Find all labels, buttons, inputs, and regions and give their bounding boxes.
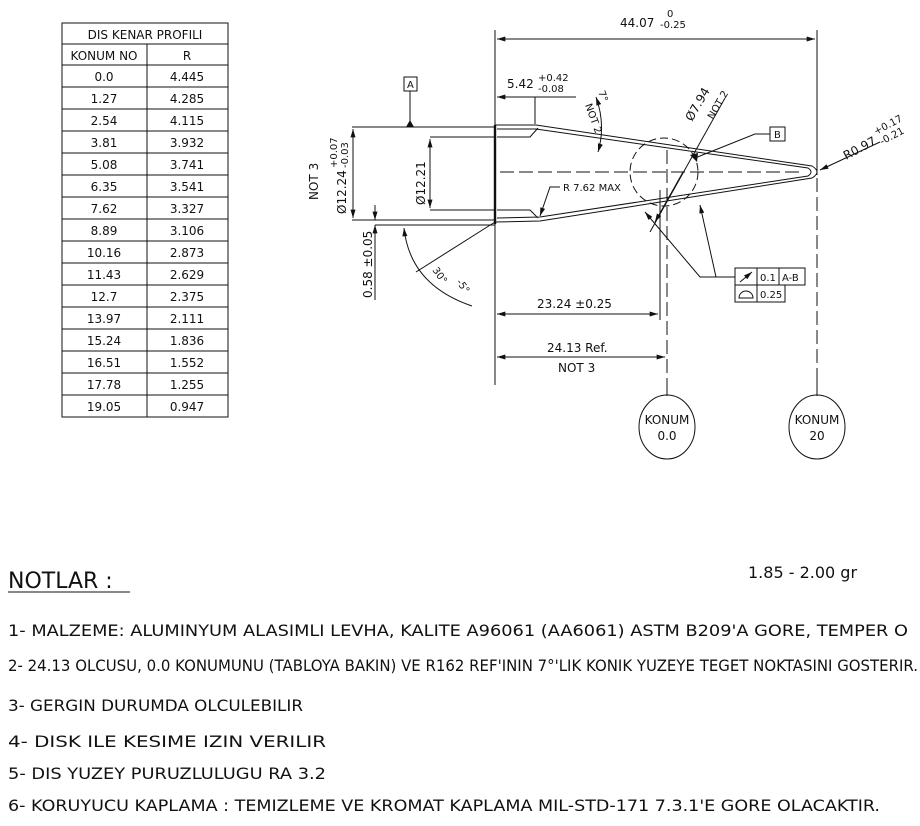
outer-dia-tol-up: +0.07 (329, 137, 340, 168)
table-cell-r: 2.375 (170, 290, 204, 304)
table-cell-r: 4.285 (170, 92, 204, 106)
angle7-note: NOT 2 (582, 102, 603, 135)
table-header-r: R (183, 49, 191, 63)
balloon-konum-0: KONUM 0.0 (638, 394, 696, 460)
note-item: 1- MALZEME: ALUMINYUM ALASIMLI LEVHA, KA… (8, 621, 908, 640)
dimension-23-24: 23.24 ±0.25 (497, 190, 661, 320)
note-item: 3- GERGIN DURUMDA OLCULEBILIR (8, 696, 303, 715)
overall-length-tol-low: -0.25 (660, 20, 686, 31)
runout-icon (739, 271, 753, 283)
bullet-jacket-profile (352, 124, 818, 396)
dimension-ogive-diameter: Ø7.94 NOT 2 (649, 85, 731, 233)
overall-length-tol-up: 0 (667, 9, 673, 20)
balloon-label: KONUM (645, 413, 690, 427)
table-cell-konum: 15.24 (87, 334, 121, 348)
table-cell-r: 3.541 (170, 180, 204, 194)
outer-dia-note: NOT 3 (307, 163, 321, 200)
datum-a: A (403, 76, 418, 127)
note-item: 5- DIS YUZEY PURUZLULUGU RA 3.2 (8, 764, 326, 783)
outer-dia-tol-low: -0.03 (340, 142, 351, 168)
table-cell-r: 3.106 (170, 224, 204, 238)
table-cell-konum: 17.78 (87, 378, 121, 392)
datum-b-label: B (774, 130, 781, 141)
dimension-shoulder: 5.42 +0.42 -0.08 (497, 73, 576, 124)
note-item: 6- KORUYUCU KAPLAMA : TEMIZLEME VE KROMA… (8, 796, 880, 815)
dimension-inner-diameter: Ø12.21 (414, 138, 433, 209)
surface-profile-icon (738, 290, 754, 299)
len2413-note: NOT 3 (558, 361, 595, 375)
len2413-value: 24.13 Ref. (547, 341, 608, 355)
datum-b: B (690, 126, 786, 162)
table-cell-konum: 13.97 (87, 312, 121, 326)
runout-value: 0.1 (760, 273, 776, 284)
wall-value: 0.58 ±0.05 (361, 231, 375, 298)
note-item: 4- DISK ILE KESIME IZIN VERILIR (8, 732, 326, 751)
table-cell-r: 3.932 (170, 136, 204, 150)
table-cell-konum: 11.43 (87, 268, 121, 282)
angle30-value: 30° (430, 265, 449, 286)
table-cell-konum: 6.35 (91, 180, 118, 194)
table-cell-konum: 0.0 (94, 70, 113, 84)
note-item: 2- 24.13 OLCUSU, 0.0 KONUMUNU (TABLOYA B… (8, 656, 918, 675)
shoulder-tol-up: +0.42 (538, 73, 569, 84)
table-cell-r: 1.255 (170, 378, 204, 392)
table-cell-konum: 12.7 (91, 290, 118, 304)
outer-dia-value: Ø12.24 (335, 170, 349, 214)
profile-value: 0.25 (760, 290, 782, 301)
table-cell-konum: 1.27 (91, 92, 118, 106)
table-cell-r: 0.947 (170, 400, 204, 414)
table-cell-konum: 16.51 (87, 356, 121, 370)
datum-a-label: A (407, 80, 414, 91)
shoulder-value: 5.42 (507, 77, 534, 91)
shoulder-tol-low: -0.08 (538, 84, 564, 95)
table-cell-r: 2.629 (170, 268, 204, 282)
table-cell-r: 3.741 (170, 158, 204, 172)
dimension-angle-7: 7° NOT 2 (582, 89, 609, 153)
angle7-value: 7° (595, 89, 609, 103)
weight-spec: 1.85 - 2.00 gr (748, 563, 857, 582)
balloon-value: 0.0 (657, 429, 676, 443)
table-cell-r: 1.552 (170, 356, 204, 370)
inner-dia-value: Ø12.21 (414, 161, 428, 205)
dimension-tip-radius: R0.97 +0.17 -0.21 (819, 114, 906, 171)
table-cell-r: 4.115 (170, 114, 204, 128)
dimension-radius-max: R 7.62 MAX (539, 183, 621, 217)
table-cell-r: 4.445 (170, 70, 204, 84)
table-cell-konum: 5.08 (91, 158, 118, 172)
profile-table: DIS KENAR PROFILI KONUM NO R 0.0 4.445 1.2… (61, 22, 229, 418)
table-cell-konum: 19.05 (87, 400, 121, 414)
dimension-overall-length: 44.07 0 -0.25 (494, 9, 818, 395)
balloon-value: 20 (809, 429, 824, 443)
angle30-tol: -5° (454, 277, 472, 296)
balloon-konum-20: KONUM 20 (788, 394, 846, 460)
table-cell-r: 1.836 (170, 334, 204, 348)
table-cell-konum: 10.16 (87, 246, 121, 260)
len2324-value: 23.24 ±0.25 (537, 297, 612, 311)
balloon-label: KONUM (795, 413, 840, 427)
notes-title: NOTLAR : (8, 569, 113, 594)
overall-length-value: 44.07 (620, 16, 654, 30)
tip-radius-value: R0.97 (841, 134, 879, 163)
table-title: DIS KENAR PROFILI (88, 28, 203, 42)
dimension-angle-30: 30° -5° (402, 221, 496, 307)
feature-control-frame: 0.1 A-B 0.25 (644, 204, 806, 303)
table-cell-r: 2.111 (170, 312, 204, 326)
table-header-konum: KONUM NO (70, 49, 137, 63)
table-cell-konum: 7.62 (91, 202, 118, 216)
dimension-wall-thickness: 0.58 ±0.05 (361, 205, 378, 300)
table-cell-r: 3.327 (170, 202, 204, 216)
table-cell-konum: 2.54 (91, 114, 118, 128)
table-cell-r: 2.873 (170, 246, 204, 260)
runout-datum: A-B (782, 273, 799, 284)
notes-section: NOTLAR : 1- MALZEME: ALUMINYUM ALASIMLI … (8, 569, 918, 815)
table-cell-konum: 8.89 (91, 224, 118, 238)
radius-max-value: R 7.62 MAX (563, 183, 621, 194)
table-cell-konum: 3.81 (91, 136, 118, 150)
dimension-outer-diameter: NOT 3 Ø12.24 +0.07 -0.03 (307, 128, 356, 219)
dimension-24-13-ref: 24.13 Ref. NOT 3 (497, 341, 666, 375)
